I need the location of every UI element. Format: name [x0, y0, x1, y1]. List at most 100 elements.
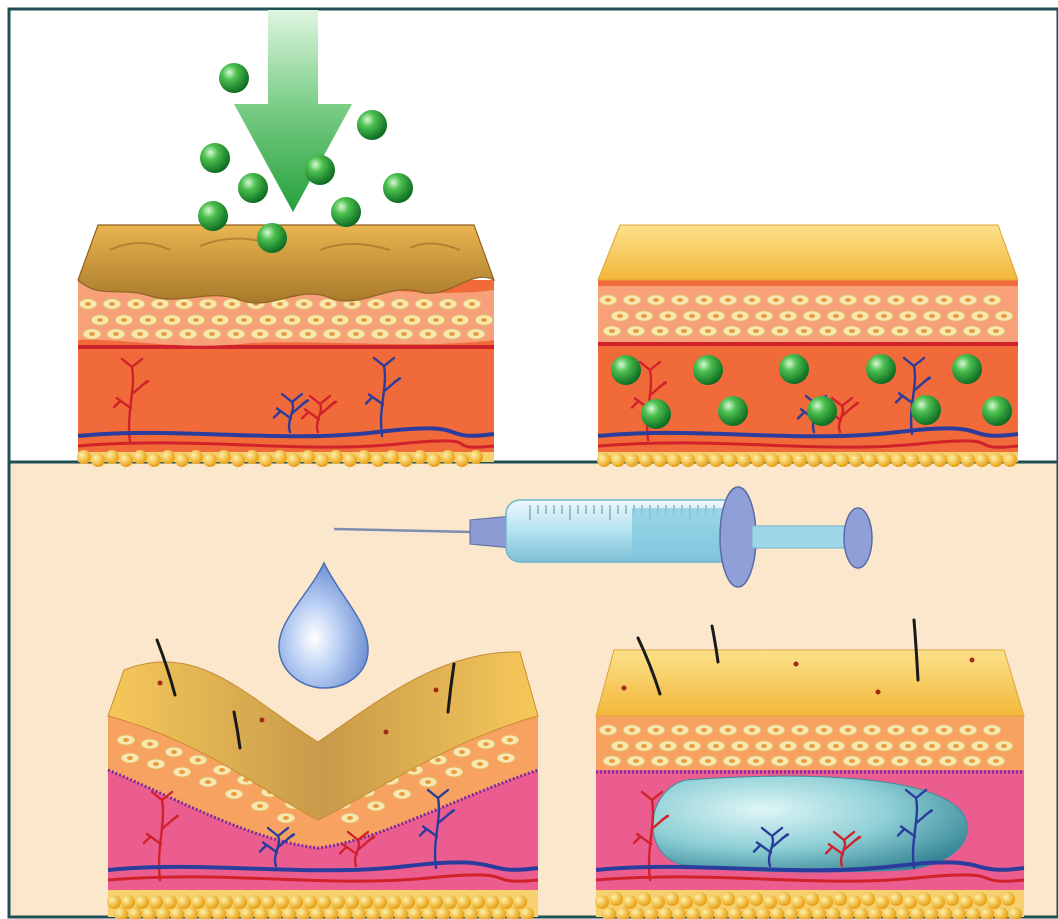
cell-nucleus — [89, 332, 95, 336]
cell-nucleus — [845, 298, 851, 302]
fat-cell — [891, 453, 905, 467]
fat-cell — [751, 453, 765, 467]
cell-nucleus — [737, 314, 743, 318]
cell-nucleus — [193, 318, 199, 322]
green-sphere-icon — [257, 223, 287, 253]
cell-nucleus — [753, 759, 759, 763]
cell-nucleus — [893, 298, 899, 302]
cell-nucleus — [483, 742, 489, 746]
fat-cell — [217, 450, 231, 464]
cell-nucleus — [945, 329, 951, 333]
fat-cell — [275, 895, 289, 909]
fat-cell — [441, 450, 455, 464]
fat-cell — [905, 453, 919, 467]
cell-nucleus — [801, 759, 807, 763]
cell-nucleus — [435, 758, 441, 762]
green-sphere-icon — [331, 197, 361, 227]
pore — [384, 730, 389, 735]
cell-nucleus — [921, 759, 927, 763]
cell-nucleus — [257, 332, 263, 336]
fat-cell — [301, 450, 315, 464]
fat-cell — [315, 453, 329, 467]
pore — [970, 658, 975, 663]
finger-flange — [720, 487, 756, 587]
green-sphere-icon — [198, 201, 228, 231]
cell-nucleus — [833, 744, 839, 748]
cell-nucleus — [133, 302, 139, 306]
fat-cell — [331, 895, 345, 909]
cell-nucleus — [397, 302, 403, 306]
pore — [260, 718, 265, 723]
cell-nucleus — [605, 298, 611, 302]
cell-nucleus — [953, 314, 959, 318]
cell-nucleus — [265, 318, 271, 322]
fat-cell — [903, 895, 917, 909]
fat-cell — [723, 453, 737, 467]
cell-nucleus — [123, 738, 129, 742]
cell-nucleus — [171, 750, 177, 754]
fat-cell — [289, 895, 303, 909]
cell-nucleus — [459, 750, 465, 754]
fat-cell — [203, 453, 217, 467]
fat-cell — [373, 895, 387, 909]
fat-cell — [329, 450, 343, 464]
cell-nucleus — [873, 329, 879, 333]
cell-nucleus — [283, 816, 289, 820]
cell-nucleus — [845, 728, 851, 732]
cell-nucleus — [797, 728, 803, 732]
cell-nucleus — [457, 318, 463, 322]
cell-nucleus — [761, 744, 767, 748]
cell-nucleus — [849, 329, 855, 333]
fat-cell — [639, 453, 653, 467]
cell-nucleus — [689, 744, 695, 748]
cell-nucleus — [433, 318, 439, 322]
skin-block-healthy — [597, 225, 1018, 467]
cell-nucleus — [897, 759, 903, 763]
fat-cell — [821, 453, 835, 467]
cell-nucleus — [113, 332, 119, 336]
cell-nucleus — [401, 332, 407, 336]
cell-nucleus — [219, 768, 225, 772]
cell-nucleus — [337, 318, 343, 322]
fat-cell — [513, 895, 527, 909]
cell-nucleus — [993, 759, 999, 763]
fat-cell — [765, 453, 779, 467]
cell-nucleus — [657, 329, 663, 333]
fat-cell — [205, 895, 219, 909]
green-sphere-icon — [952, 354, 982, 384]
fat-cell — [919, 453, 933, 467]
fat-cell — [973, 892, 987, 906]
cell-nucleus — [773, 728, 779, 732]
cell-nucleus — [701, 728, 707, 732]
cell-nucleus — [857, 744, 863, 748]
green-sphere-icon — [383, 173, 413, 203]
cell-nucleus — [749, 728, 755, 732]
cell-nucleus — [705, 759, 711, 763]
cell-nucleus — [205, 302, 211, 306]
cell-nucleus — [229, 302, 235, 306]
cell-nucleus — [469, 302, 475, 306]
fat-cell — [847, 895, 861, 909]
cell-nucleus — [451, 770, 457, 774]
cell-rows — [599, 725, 1013, 766]
green-sphere-icon — [641, 399, 671, 429]
filler-deposit — [653, 776, 967, 872]
fat-cell — [469, 450, 483, 464]
cell-nucleus — [289, 318, 295, 322]
green-sphere-icon — [693, 355, 723, 385]
fat-layer — [595, 890, 1024, 919]
cell-nucleus — [777, 759, 783, 763]
fat-cell — [119, 453, 133, 467]
cell-nucleus — [373, 804, 379, 808]
cell-nucleus — [209, 332, 215, 336]
cell-nucleus — [713, 744, 719, 748]
cell-nucleus — [399, 792, 405, 796]
cell-nucleus — [681, 329, 687, 333]
cell-nucleus — [127, 756, 133, 760]
cell-nucleus — [945, 759, 951, 763]
pore — [158, 681, 163, 686]
fat-cell — [357, 450, 371, 464]
cell-rows — [79, 299, 493, 339]
fat-cell — [429, 895, 443, 909]
fat-cell — [625, 453, 639, 467]
